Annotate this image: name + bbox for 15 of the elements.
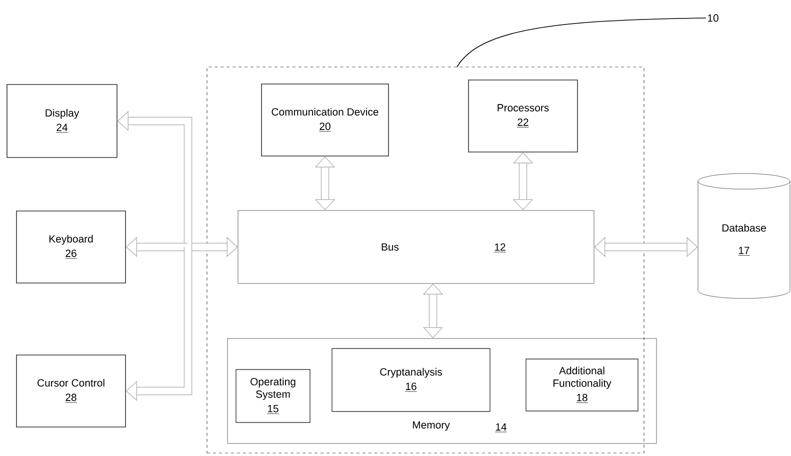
block-arrow	[422, 284, 444, 338]
component-box: Operating System 15	[236, 369, 310, 423]
component-box: Additional Functionality 18	[526, 358, 638, 412]
component-box: Display 24	[6, 84, 118, 158]
component-box: Cryptanalysis 16	[332, 348, 490, 412]
block-arrow	[594, 236, 698, 258]
database-cylinder: Database 17	[698, 173, 790, 299]
component-box: Processors 22	[468, 80, 578, 152]
component-box: Communication Device 20	[261, 84, 389, 156]
system-boundary	[206, 66, 644, 454]
reference-number: 10	[708, 14, 718, 22]
bus-box: Bus 12	[238, 210, 594, 284]
component-box: Cursor Control 28	[16, 354, 126, 428]
leader-line	[456, 18, 706, 68]
component-box: Keyboard 26	[16, 210, 126, 284]
